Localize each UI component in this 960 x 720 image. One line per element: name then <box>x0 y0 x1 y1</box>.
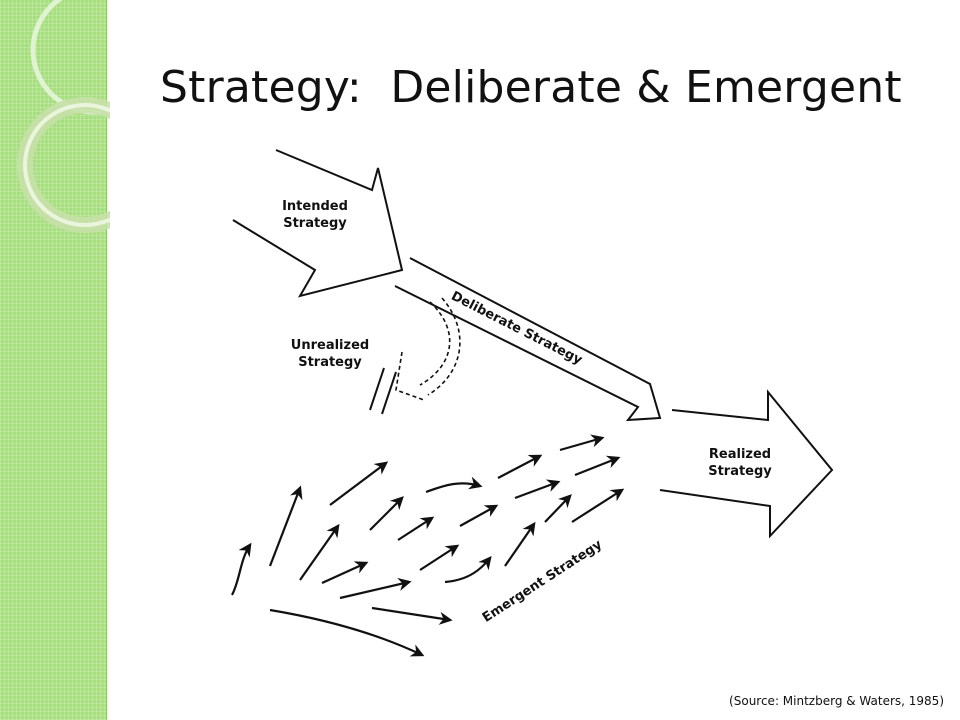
slide-title: Strategy: Deliberate & Emergent <box>160 62 902 113</box>
emergent-arrow <box>371 606 453 625</box>
intended-strategy-arrow <box>232 149 404 298</box>
emergent-arrow <box>329 461 389 506</box>
emergent-arrow <box>544 494 572 523</box>
emergent-arrow <box>299 523 340 581</box>
emergent-arrow <box>514 479 561 500</box>
unrealized-termination-mark <box>369 367 385 411</box>
emergent-strategy-arrows <box>231 434 625 657</box>
emergent-arrow <box>369 496 404 531</box>
intended-strategy-label: Intended Strategy <box>282 199 348 231</box>
realized-strategy-label: Realized Strategy <box>708 447 772 479</box>
unrealized-strategy-arrow <box>419 301 451 386</box>
emergent-arrow <box>419 544 460 571</box>
realized-strategy-arrow <box>659 389 834 539</box>
emergent-arrow <box>425 476 483 494</box>
source-citation: (Source: Mintzberg & Waters, 1985) <box>729 694 944 708</box>
emergent-arrow <box>339 577 412 600</box>
emergent-arrow <box>269 608 425 657</box>
unrealized-strategy-label: Unrealized Strategy <box>290 338 370 370</box>
emergent-arrow <box>559 434 605 452</box>
emergent-arrow <box>231 542 252 596</box>
emergent-arrow <box>444 555 492 584</box>
emergent-arrow <box>321 561 369 585</box>
emergent-arrow <box>268 485 303 567</box>
emergent-arrow <box>571 488 625 523</box>
emergent-arrow <box>497 454 543 479</box>
decorative-circles <box>17 0 110 233</box>
emergent-arrow <box>574 455 621 477</box>
emergent-arrow <box>397 516 435 541</box>
emergent-arrow <box>459 504 499 527</box>
emergent-arrow <box>504 521 536 567</box>
deliberate-strategy-arrow <box>394 257 662 422</box>
